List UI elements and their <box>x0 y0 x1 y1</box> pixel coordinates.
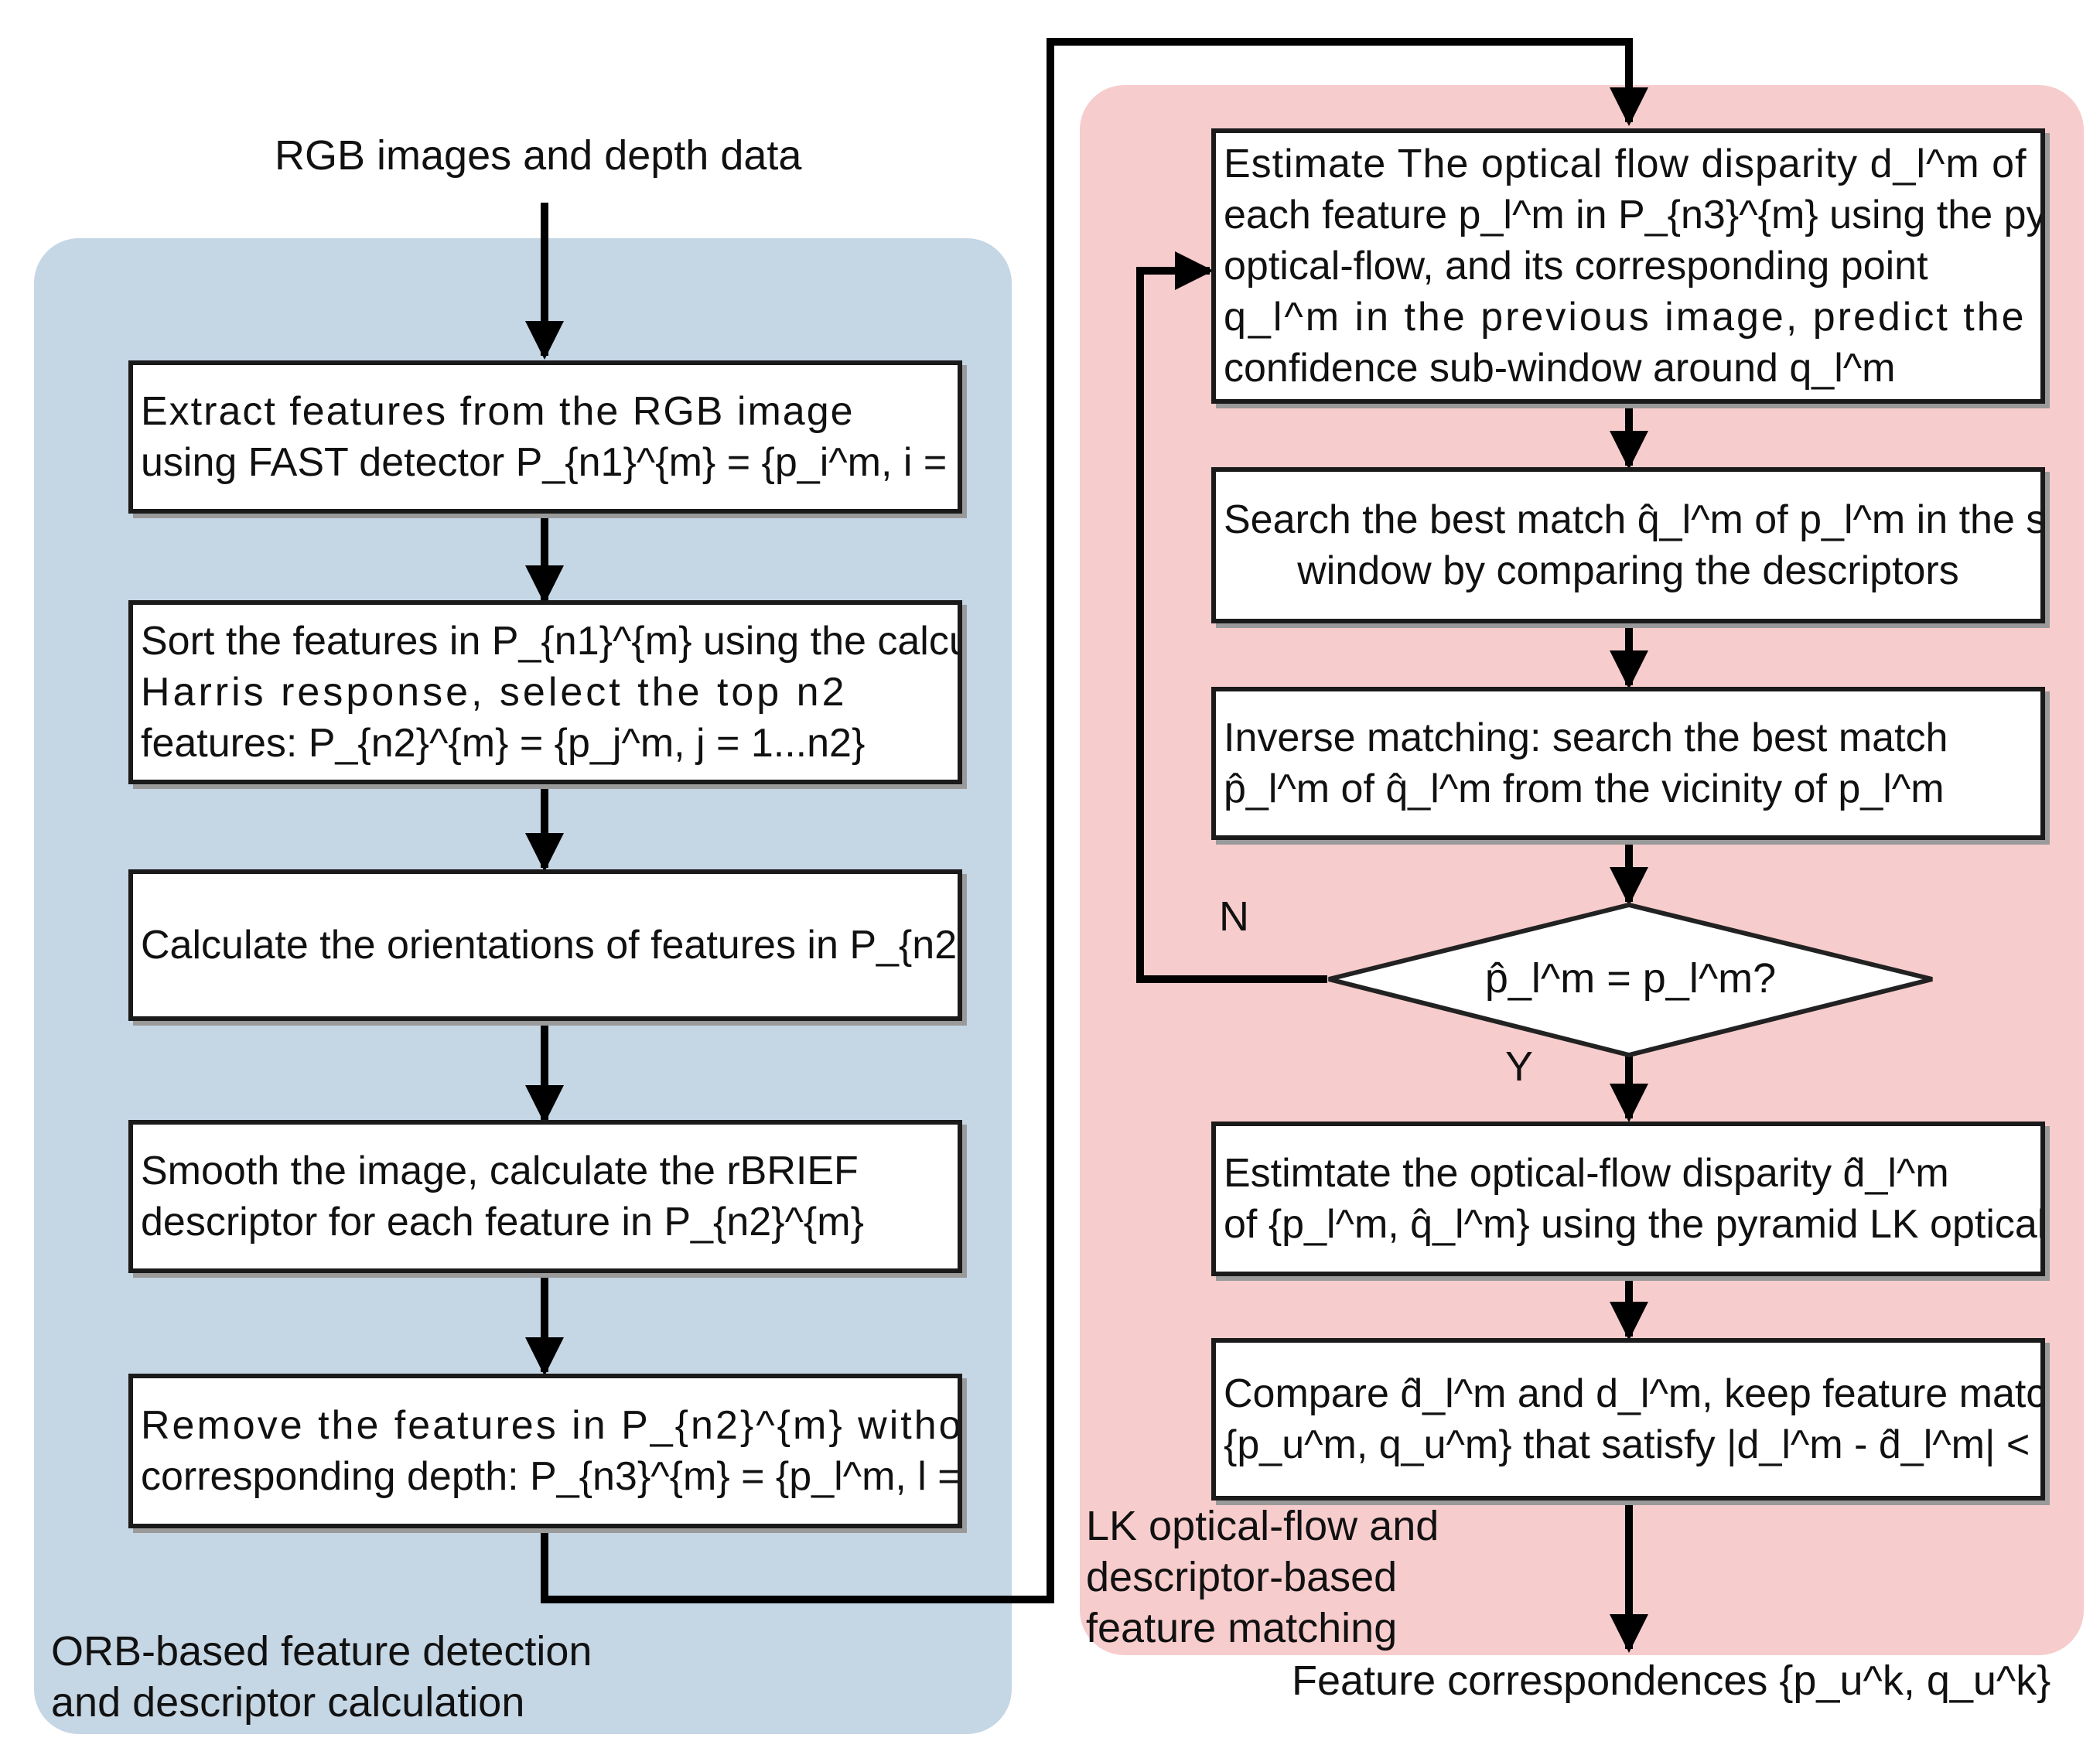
step-estimate-refined-disparity: Estimtate the optical-flow disparity d̂_… <box>1211 1122 2045 1276</box>
input-label: RGB images and depth data <box>275 132 802 179</box>
orb-region-label: ORB-based feature detection and descript… <box>51 1628 592 1726</box>
step-inverse-matching: Inverse matching: search the best match … <box>1211 687 2045 840</box>
step-rbrief: Smooth the image, calculate the rBRIEF d… <box>128 1120 962 1273</box>
step-extract-features: Extract features from the RGB image usin… <box>128 360 962 514</box>
step-estimate-disparity: Estimate The optical flow disparity d_l^… <box>1211 128 2045 404</box>
lk-region-label: LK optical-flow and descriptor-based fea… <box>1086 1503 1439 1651</box>
step-remove-features: Remove the features in P_{n2}^{m} withou… <box>128 1374 962 1528</box>
branch-yes-label: Y <box>1505 1043 1534 1090</box>
decision-diamond <box>1328 902 1933 1058</box>
branch-no-label: N <box>1219 893 1249 940</box>
arrow-no-loop <box>1136 251 1327 983</box>
arrow-to-right <box>541 38 1648 1603</box>
step-compare-disparities: Compare d̂_l^m and d_l^m, keep feature m… <box>1211 1338 2045 1500</box>
step-search-best-match: Search the best match q̂_l^m of p_l^m in… <box>1211 467 2045 623</box>
step-orientations: Calculate the orientations of features i… <box>128 869 962 1021</box>
output-label: Feature correspondences {p_u^k, q_u^k} <box>1292 1658 2051 1704</box>
decision-text: p̂_l^m = p_l^m? <box>1484 955 1777 1002</box>
step-sort-features: Sort the features in P_{n1}^{m} using th… <box>128 600 962 784</box>
